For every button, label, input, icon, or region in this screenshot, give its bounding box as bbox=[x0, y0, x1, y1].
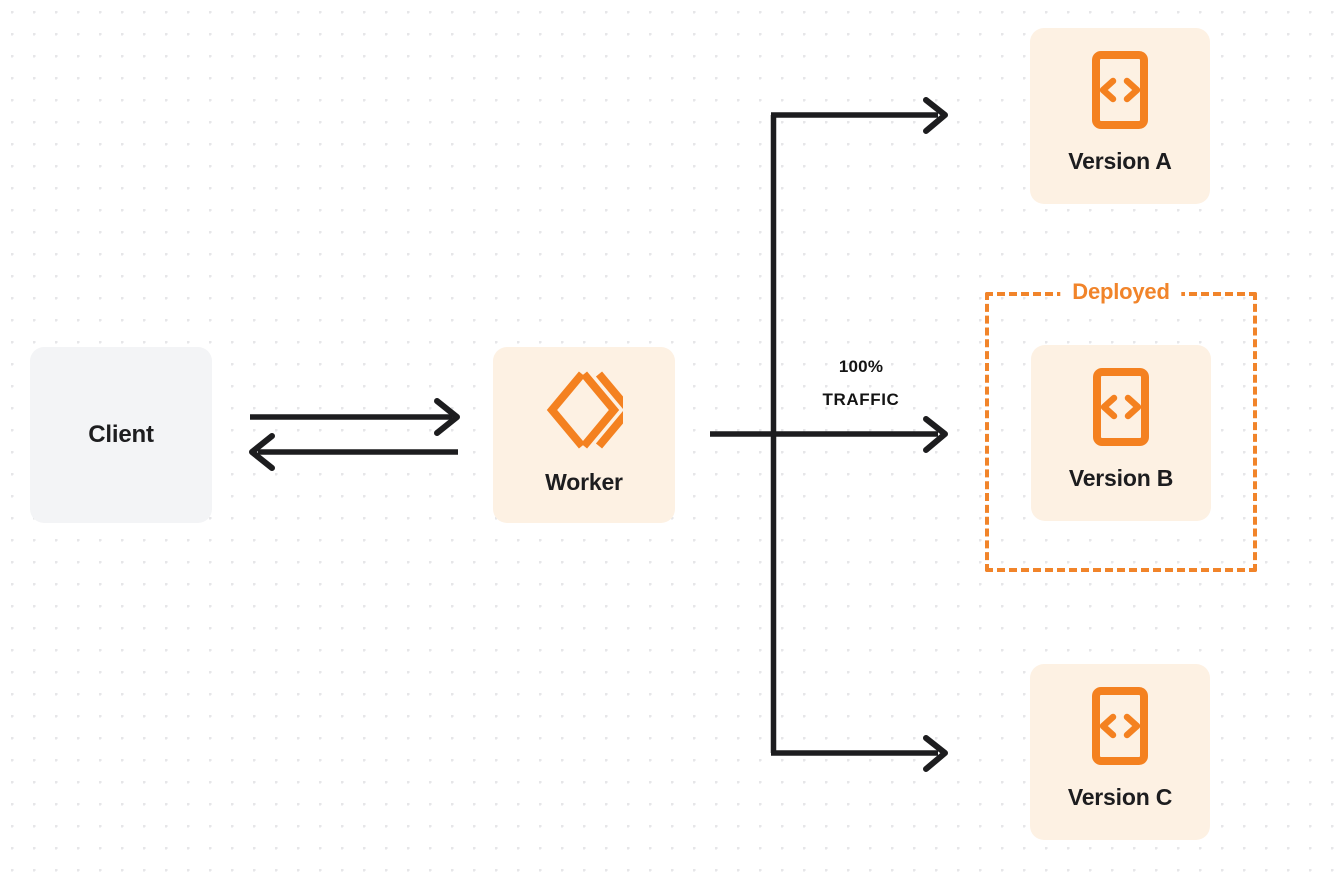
code-document-icon bbox=[1091, 686, 1149, 766]
node-version-b-label: Version B bbox=[1068, 465, 1174, 491]
node-version-c-label: Version C bbox=[1067, 784, 1173, 810]
edge-worker-to-client bbox=[249, 433, 458, 471]
cloudflare-workers-logo-icon bbox=[545, 369, 623, 451]
traffic-percentage-unit: TRAFFIC bbox=[822, 390, 900, 410]
node-version-b[interactable]: Version B bbox=[1031, 345, 1211, 521]
deployed-group-label: Deployed bbox=[1060, 281, 1182, 303]
node-version-a-label: Version A bbox=[1068, 148, 1172, 174]
traffic-percentage-label: 100% TRAFFIC bbox=[782, 350, 940, 416]
edge-client-to-worker bbox=[250, 398, 460, 436]
node-version-a[interactable]: Version A bbox=[1030, 28, 1210, 204]
traffic-percentage-value: 100% bbox=[838, 357, 884, 376]
node-client[interactable]: Client bbox=[30, 347, 212, 523]
node-worker-label: Worker bbox=[545, 469, 623, 495]
deployed-group-boundary: Deployed bbox=[985, 281, 1257, 572]
node-client-label: Client bbox=[88, 421, 154, 448]
code-document-icon bbox=[1091, 50, 1149, 130]
node-version-c[interactable]: Version C bbox=[1030, 664, 1210, 840]
edge-worker-to-versions bbox=[710, 97, 948, 772]
node-worker[interactable]: Worker bbox=[493, 347, 675, 523]
code-document-icon bbox=[1092, 367, 1150, 447]
